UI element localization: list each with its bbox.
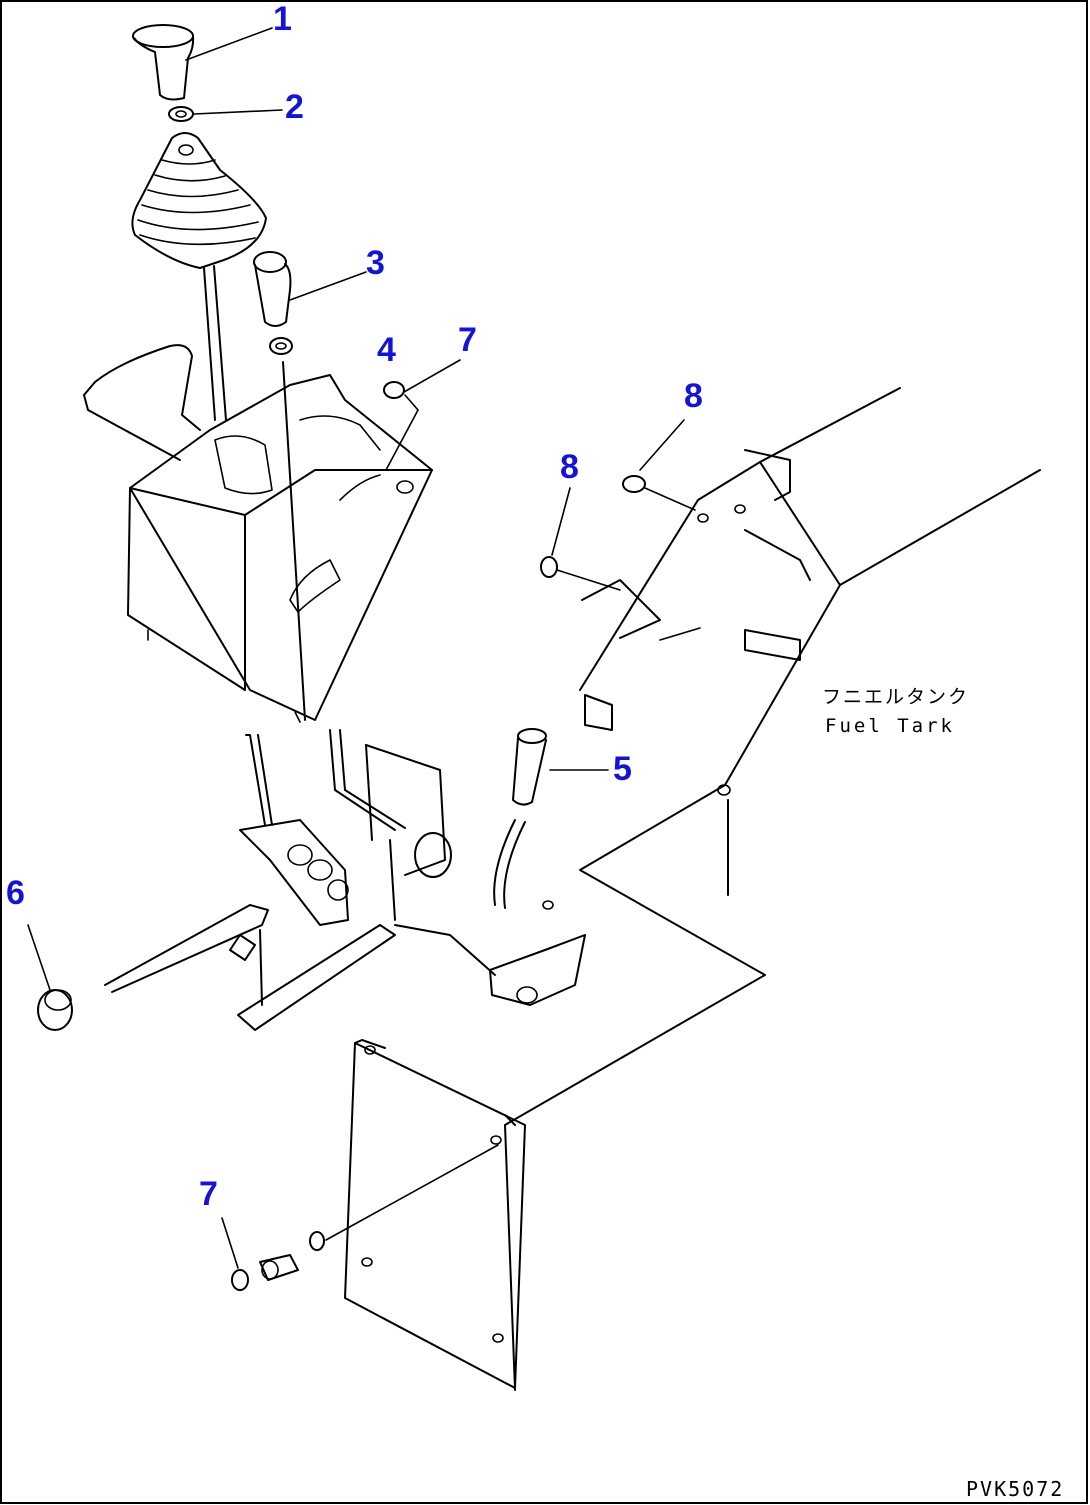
part-5-grip (512, 728, 609, 806)
callout-3: 3 (366, 244, 385, 282)
drawing-code: PVK5072 (966, 1477, 1065, 1501)
fuel-tank-label-en: Fuel Tark (825, 715, 955, 737)
fuel-tank-outline (504, 387, 1041, 1126)
lever-boot (131, 132, 267, 421)
callout-8-right: 8 (684, 377, 703, 415)
linkage-assembly (104, 729, 586, 1031)
part-1-knob (132, 24, 273, 101)
part-2-nut (168, 106, 283, 122)
callout-5: 5 (613, 750, 632, 788)
part-7-bolt-washer (221, 1144, 499, 1291)
callout-7-upper: 7 (458, 321, 477, 359)
callout-2: 2 (285, 88, 304, 126)
console-box (83, 344, 433, 723)
cover-plate (344, 1039, 526, 1391)
part-6-cap (27, 924, 73, 1031)
part-4-7-grommet (383, 359, 461, 471)
fuel-tank-label-jp: フニエルタンク (822, 686, 970, 708)
part-3-knob (253, 251, 367, 721)
callout-4: 4 (377, 331, 396, 369)
callout-1: 1 (273, 0, 292, 38)
part-8-bolts (540, 419, 696, 591)
callout-6: 6 (6, 874, 25, 912)
callout-8-left: 8 (560, 448, 579, 486)
callout-7-lower: 7 (199, 1175, 218, 1213)
